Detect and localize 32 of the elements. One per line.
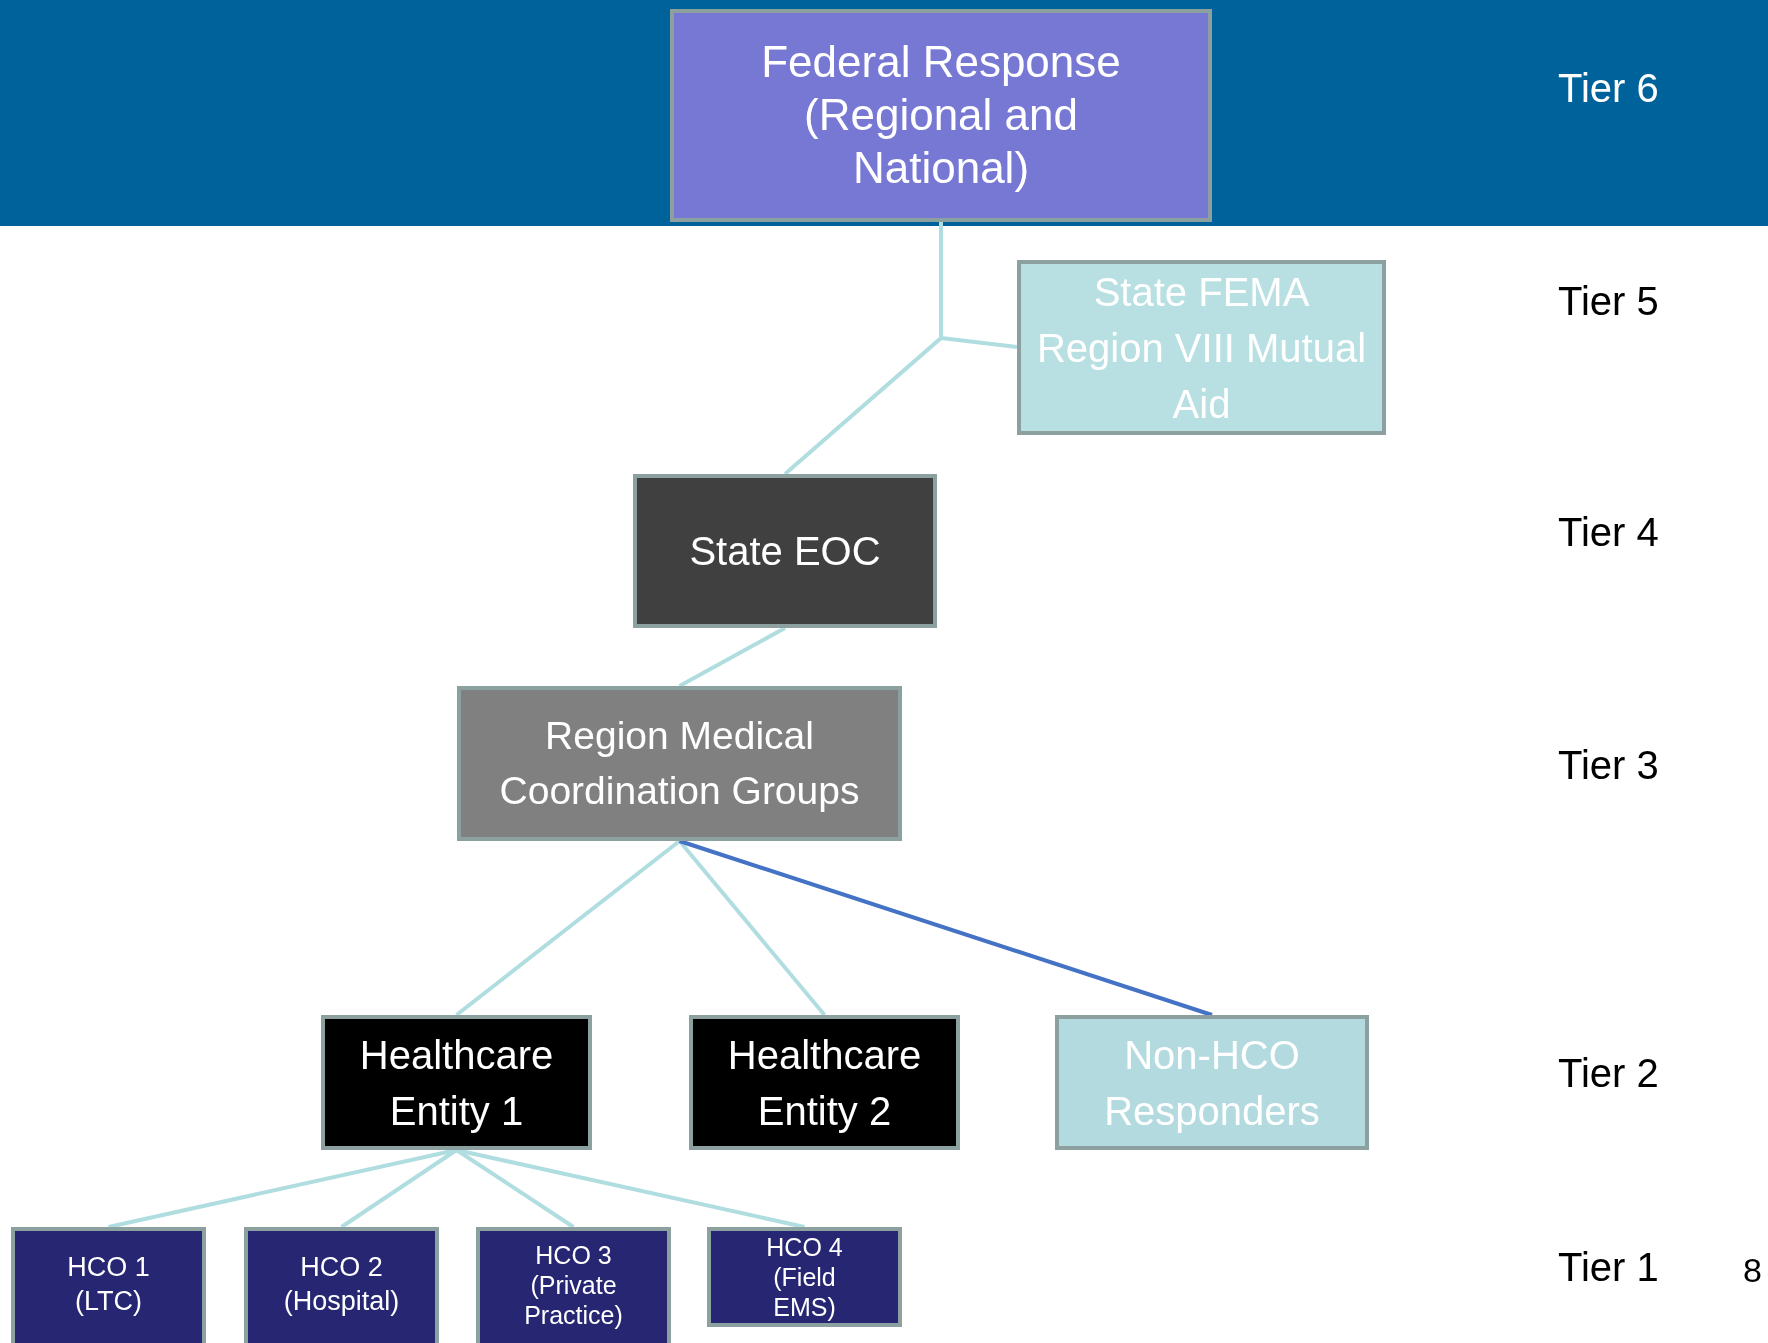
node-label: Healthcare Entity 2 — [726, 1031, 923, 1135]
node-label: Region Medical Coordination Groups — [498, 712, 861, 814]
hco-box — [244, 1227, 439, 1343]
node-label: State EOC — [689, 528, 881, 575]
process-box — [321, 1015, 592, 1150]
process-box — [1017, 260, 1386, 435]
node-label: HCO 3 (Private Practice) — [523, 1240, 624, 1331]
node-label: HCO 1 (LTC) — [66, 1251, 151, 1318]
node-label: Healthcare Entity 1 — [358, 1031, 555, 1135]
tier-label: Tier 1 — [1558, 1247, 1659, 1287]
node-label: State FEMA Region VIII Mutual Aid — [1035, 268, 1368, 428]
tier-label: Tier 4 — [1558, 512, 1659, 552]
tier-label: Tier 3 — [1558, 745, 1659, 785]
process-box — [1055, 1015, 1369, 1150]
node-label: HCO 4 (Field EMS) — [765, 1232, 844, 1322]
hco-box — [11, 1227, 206, 1343]
node-label: Non-HCO Responders — [1103, 1031, 1321, 1135]
node-label: Federal Response (Regional and National) — [760, 36, 1122, 194]
connector-line — [678, 626, 786, 688]
tier-label: Tier 5 — [1558, 281, 1659, 321]
process-box — [689, 1015, 960, 1150]
process-box — [457, 686, 902, 841]
connector-line — [455, 839, 681, 1017]
tier-label: Tier 6 — [1558, 68, 1659, 108]
connector-line — [678, 839, 1213, 1017]
federal-box — [670, 9, 1212, 222]
node-label: HCO 2 (Hospital) — [282, 1251, 401, 1318]
process-box — [633, 474, 937, 628]
hco-box — [707, 1227, 902, 1327]
hco-box — [476, 1227, 671, 1343]
page-number: 8 — [1743, 1253, 1762, 1287]
tier-label: Tier 2 — [1558, 1053, 1659, 1093]
